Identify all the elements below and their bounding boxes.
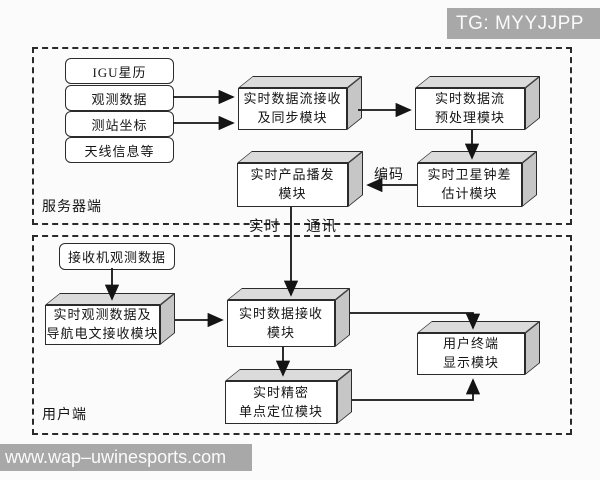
box-top-face <box>227 288 350 300</box>
module-terminal-display: 用户终端 显示模块 <box>417 320 540 375</box>
input-igu-ephemeris: IGU星历 <box>65 58 174 84</box>
module-data-receive: 实时数据接收 模块 <box>227 287 350 347</box>
realtime-comm-label-left: 实时 <box>249 219 280 235</box>
input-observation-data: 观测数据 <box>65 85 174 111</box>
module-label-line: 实时数据流接收 <box>243 91 342 107</box>
module-clock-estimate: 实时卫星钟差 估计模块 <box>417 150 537 207</box>
module-label-line: 实时产品播发 <box>250 167 335 183</box>
module-stream-preprocess: 实时数据流 预处理模块 <box>415 75 540 130</box>
module-label-line: 实时数据流 <box>434 91 505 107</box>
module-label-line: 实时数据接收 <box>238 305 323 321</box>
site-url-watermark: www.wap–uwinesports.com <box>0 444 252 471</box>
module-label-line: 实时精密 <box>252 384 309 400</box>
encode-label: 编码 <box>374 168 404 183</box>
module-product-broadcast: 实时产品播发 模块 <box>237 150 363 207</box>
module-label-line: 用户终端 <box>442 336 499 352</box>
module-obs-nav-receive: 实时观测数据及 导航电文接收模块 <box>45 292 175 345</box>
module-ppp: 实时精密 单点定位模块 <box>225 368 352 424</box>
user-section-frame <box>32 235 572 435</box>
input-antenna-info: 天线信息等 <box>65 137 174 163</box>
module-label-line: 估计模块 <box>441 186 498 201</box>
input-receiver-observation-data: 接收机观测数据 <box>59 243 175 270</box>
user-section-label: 用户端 <box>42 408 87 423</box>
box-top-face <box>415 76 540 88</box>
module-label-line: 显示模块 <box>442 355 499 370</box>
module-stream-receive-sync: 实时数据流接收 及同步模块 <box>238 75 362 130</box>
realtime-comm-label: 实时 通讯 <box>249 215 337 236</box>
module-label-line: 单点定位模块 <box>238 403 323 419</box>
box-top-face <box>417 321 540 333</box>
box-top-face <box>237 151 363 163</box>
module-label-line: 模块 <box>278 186 307 201</box>
module-label-line: 实时观测数据及 <box>53 307 152 323</box>
telegram-watermark-badge: TG: MYYJJPP <box>447 8 600 39</box>
module-label-line: 及同步模块 <box>257 110 328 125</box>
input-station-coordinates: 测站坐标 <box>65 111 174 137</box>
module-label-line: 导航电文接收模块 <box>46 326 159 341</box>
module-label-line: 实时卫星钟差 <box>427 167 512 183</box>
server-section-label: 服务器端 <box>42 200 102 215</box>
box-top-face <box>417 151 537 163</box>
module-label-line: 模块 <box>266 324 295 340</box>
box-top-face <box>45 293 175 305</box>
box-top-face <box>225 369 352 381</box>
box-top-face <box>238 76 362 88</box>
module-label-line: 预处理模块 <box>434 110 505 125</box>
realtime-comm-label-right: 通讯 <box>306 219 337 235</box>
server-section-frame <box>32 47 572 225</box>
